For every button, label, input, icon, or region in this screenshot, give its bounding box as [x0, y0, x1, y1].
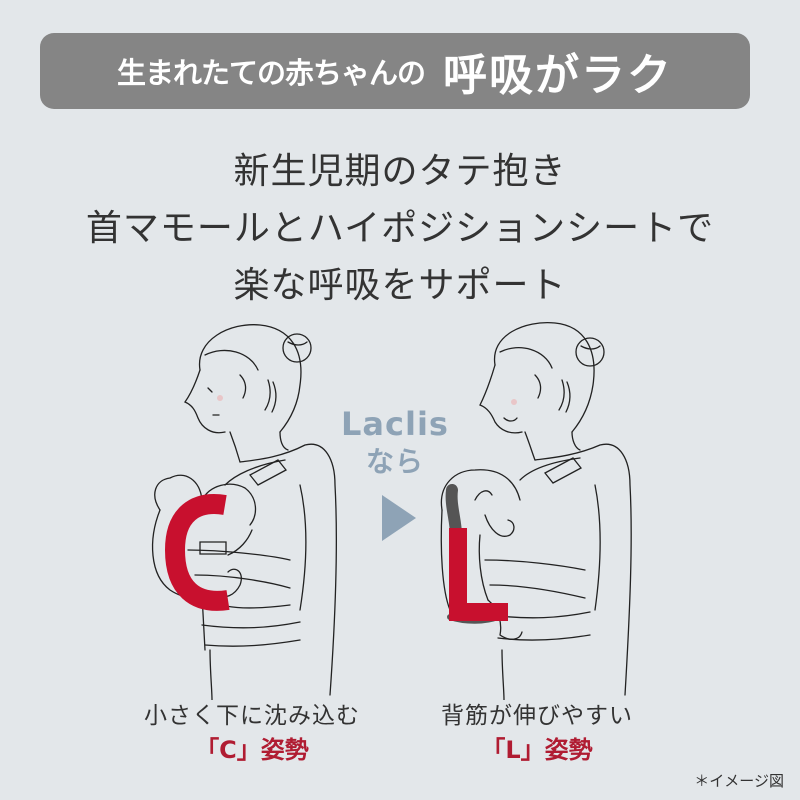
- subtitle-line-2: 首マモールとハイポジションシートで: [85, 208, 715, 249]
- l-posture-caption: 背筋が伸びやすい 「L」姿勢: [397, 700, 677, 768]
- brand-label: Laclis なら: [330, 405, 460, 481]
- c-posture-label: 「C」姿勢: [195, 736, 309, 764]
- l-posture-illustration: [440, 321, 632, 700]
- image-footnote: ＊イメージ図: [694, 772, 784, 790]
- c-posture-description: 小さく下に沈み込む: [144, 703, 360, 729]
- c-posture-illustration: C: [151, 324, 338, 700]
- l-posture-description: 背筋が伸びやすい: [441, 703, 633, 729]
- l-posture-label: 「L」姿勢: [481, 736, 593, 764]
- subtitle-line-3: 楽な呼吸をサポート: [233, 265, 567, 306]
- brand-name: Laclis: [341, 405, 449, 443]
- brand-suffix: なら: [365, 445, 424, 478]
- headline-lead: 生まれたての赤ちゃんの: [116, 56, 426, 90]
- right-arrow-icon: [382, 495, 416, 541]
- headline-banner: 生まれたての赤ちゃんの 呼吸がラク: [40, 33, 750, 109]
- c-posture-caption: 小さく下に沈み込む 「C」姿勢: [112, 700, 392, 768]
- subtitle-line-1: 新生児期のタテ抱き: [233, 151, 567, 192]
- headline-emphasis: 呼吸がラク: [443, 50, 673, 101]
- subtitle: 新生児期のタテ抱き 首マモールとハイポジションシートで 楽な呼吸をサポート: [0, 143, 800, 314]
